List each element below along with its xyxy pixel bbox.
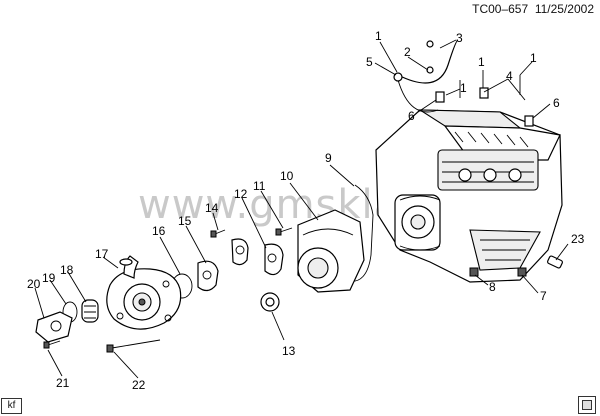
water-pump	[106, 255, 182, 330]
callout-1: 1	[460, 81, 467, 95]
callout-17: 17	[95, 247, 109, 261]
bolts	[43, 227, 293, 353]
callout-labels: 1 1 1 1 2 3 4 5 6 6 7 8 9 10 11 12 13 14…	[27, 29, 585, 392]
pump-gaskets	[197, 238, 284, 292]
callout-2: 2	[404, 45, 411, 59]
diagram-code: TC00–657	[472, 2, 529, 16]
callout-10: 10	[280, 169, 294, 183]
document-icon	[578, 396, 596, 414]
crank-seal	[260, 292, 280, 312]
callout-5: 5	[366, 55, 373, 69]
thermostat-assembly	[35, 299, 99, 343]
callout-11: 11	[253, 179, 266, 193]
callout-8: 8	[489, 280, 496, 294]
callout-13: 13	[282, 344, 296, 358]
callout-1: 1	[478, 55, 485, 69]
callout-22: 22	[132, 378, 146, 392]
callout-15: 15	[178, 214, 192, 228]
callout-4: 4	[506, 69, 513, 83]
callout-7: 7	[540, 289, 547, 303]
callout-3: 3	[456, 31, 463, 45]
diagram-header: TC00–657 11/25/2002	[472, 2, 594, 16]
callout-21: 21	[56, 376, 70, 390]
callout-20: 20	[27, 277, 41, 291]
callout-1: 1	[375, 29, 382, 43]
callout-14: 14	[205, 201, 219, 215]
callout-19: 19	[42, 271, 56, 285]
vent-tube	[393, 39, 534, 127]
callout-12: 12	[234, 187, 248, 201]
leader-lines	[34, 39, 569, 379]
callout-9: 9	[325, 151, 332, 165]
engine-block	[375, 109, 563, 283]
callout-18: 18	[60, 263, 74, 277]
diagram-date: 11/25/2002	[534, 2, 594, 16]
callout-1: 1	[530, 51, 537, 65]
footer-tag: kf	[1, 398, 22, 414]
callout-6: 6	[553, 96, 560, 110]
callout-6: 6	[408, 109, 415, 123]
callout-16: 16	[152, 224, 166, 238]
callout-23: 23	[571, 232, 585, 246]
front-cover	[297, 209, 365, 293]
